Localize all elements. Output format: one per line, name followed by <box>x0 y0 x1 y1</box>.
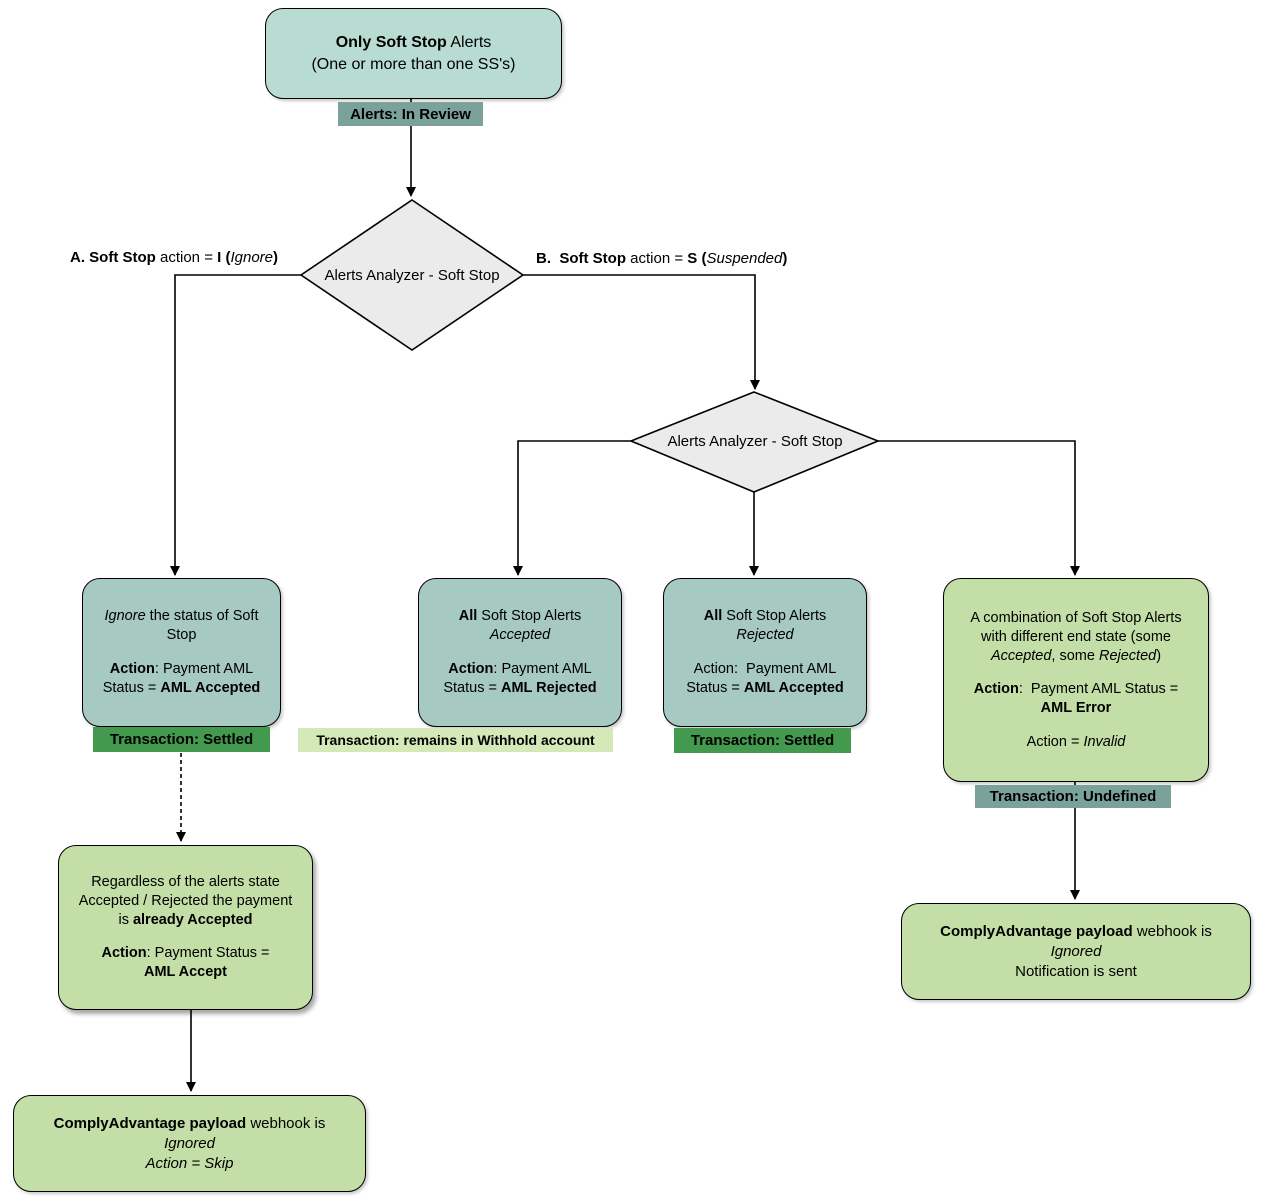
connector-to-combination <box>878 440 1080 576</box>
connector-branch-b <box>523 274 760 390</box>
decision-diamond-1-shape <box>299 199 525 351</box>
connector-branch-a <box>170 274 301 576</box>
branch-a-label: A. Soft Stop action = I (Ignore) <box>70 249 279 266</box>
transaction-settled-badge-right: Transaction: Settled <box>674 728 851 753</box>
decision-diamond-2-shape <box>628 391 881 493</box>
start-node: Only Soft Stop Alerts(One or more than o… <box>265 8 562 99</box>
transaction-undefined-badge: Transaction: Undefined <box>975 785 1171 808</box>
decision-diamond-2-label: Alerts Analyzer - Soft Stop <box>667 433 843 450</box>
connector-to-all-accepted <box>513 440 631 576</box>
branch-b-label: B. Soft Stop action = S (Suspended) <box>536 250 788 267</box>
alerts-in-review-badge: Alerts: In Review <box>338 102 483 126</box>
decision-diamond-1-label: Alerts Analyzer - Soft Stop <box>324 267 500 284</box>
transaction-settled-badge-left: Transaction: Settled <box>93 727 270 752</box>
transaction-withhold-badge: Transaction: remains in Withhold account <box>298 728 613 752</box>
